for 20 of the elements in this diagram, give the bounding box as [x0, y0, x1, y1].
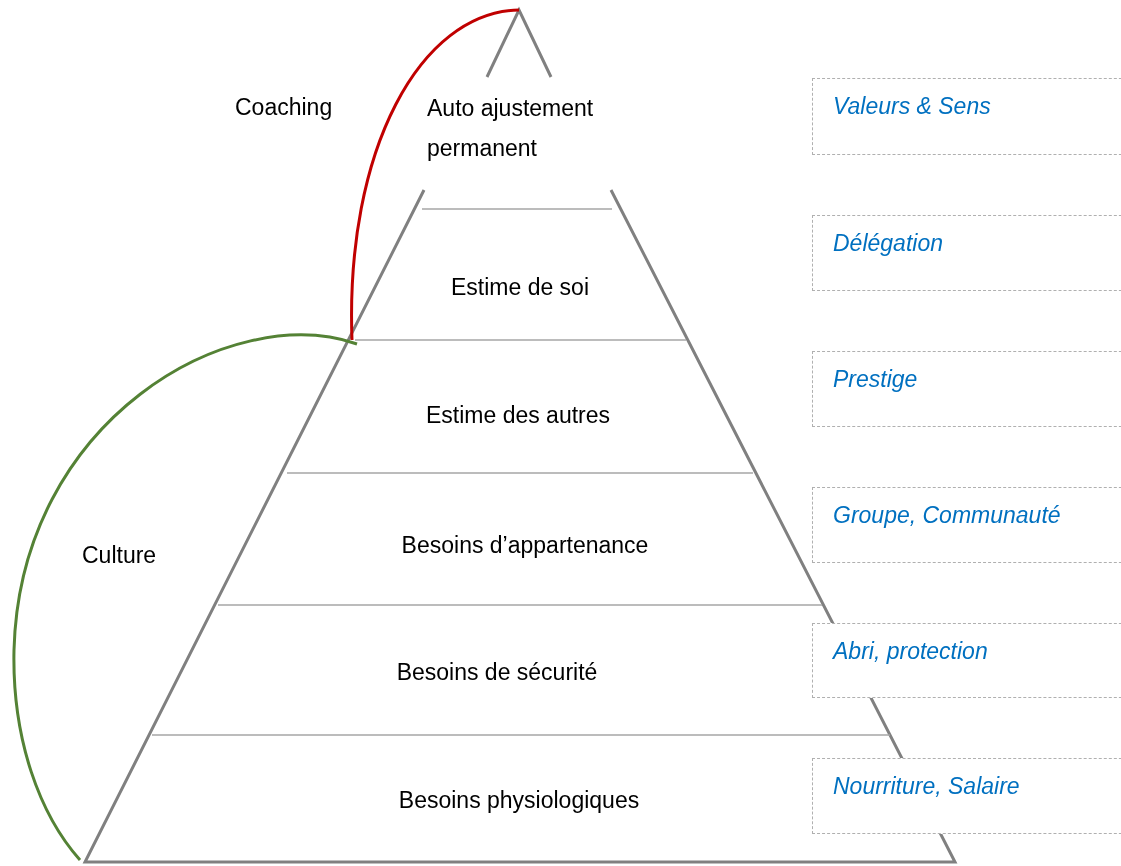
pyramid-level-label: Besoins d’appartenance [401, 525, 649, 565]
pyramid-level-label: Estime de soi [450, 267, 590, 307]
box-text: Abri, protection [833, 638, 988, 665]
side-label: Coaching [235, 94, 333, 121]
box-text: Valeurs & Sens [833, 93, 991, 120]
dashed-text-box [812, 487, 1121, 563]
box-text: Groupe, Communauté [833, 502, 1061, 529]
pyramid-level-label: Besoins physiologiques [398, 780, 640, 820]
box-text: Délégation [833, 230, 943, 257]
dashed-text-box [812, 758, 1121, 834]
pyramid-level-label: Estime des autres [425, 395, 611, 435]
box-text: Prestige [833, 366, 918, 393]
box-text: Nourriture, Salaire [833, 773, 1020, 800]
dashed-text-box [812, 623, 1121, 698]
dashed-text-box [812, 351, 1121, 427]
dashed-text-box [812, 215, 1121, 291]
pyramid-level-label: Besoins de sécurité [396, 652, 598, 692]
side-label: Culture [82, 542, 157, 569]
pyramid-level-label: Auto ajustement permanent [427, 88, 637, 168]
dashed-text-box [812, 78, 1121, 155]
